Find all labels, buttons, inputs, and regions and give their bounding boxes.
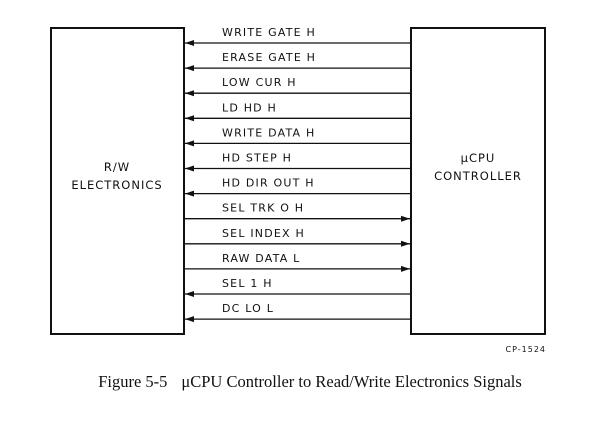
signal-label: LOW CUR H — [222, 76, 297, 89]
arrow-left-icon — [185, 40, 194, 46]
block-diagram: R/W ELECTRONICS μCPU CONTROLLER WRITE GA… — [50, 26, 546, 354]
signal: SEL 1 H — [185, 277, 410, 297]
drawing-code: CP-1524 — [506, 345, 546, 354]
signal: HD DIR OUT H — [185, 177, 410, 197]
signal-label: LD HD H — [222, 101, 277, 114]
signal-lines: WRITE GATE H ERASE GATE H LOW CUR H LD HD H… — [185, 26, 410, 323]
arrow-left-icon — [185, 90, 194, 97]
signal-label: HD DIR OUT H — [222, 177, 315, 190]
signal-label: HD STEP H — [222, 152, 292, 165]
signal: ERASE GATE H — [185, 51, 410, 72]
signal: WRITE DATA H — [185, 126, 410, 147]
ucpu-controller-block — [410, 27, 546, 335]
arrow-left-icon — [185, 291, 194, 297]
signal-label: SEL INDEX H — [222, 227, 305, 240]
signal: HD STEP H — [185, 152, 410, 172]
rw-electronics-block — [50, 27, 185, 335]
signal: RAW DATA L — [185, 252, 410, 272]
figure-title: μCPU Controller to Read/Write Electronic… — [181, 372, 522, 391]
arrow-left-icon — [185, 165, 194, 172]
ucpu-controller-label-line2: CONTROLLER — [434, 169, 522, 183]
signal-label: WRITE GATE H — [222, 26, 316, 39]
signal-label: SEL 1 H — [222, 277, 273, 290]
signal: LOW CUR H — [185, 76, 410, 97]
signal: WRITE GATE H — [185, 26, 410, 46]
signal: DC LO L — [185, 302, 410, 323]
ucpu-controller-label-line1: μCPU — [461, 151, 496, 165]
arrow-left-icon — [185, 190, 194, 197]
arrow-right-icon — [401, 265, 410, 272]
signal-label: ERASE GATE H — [222, 51, 316, 64]
signal-label: SEL TRK O H — [222, 202, 304, 215]
signal-label: DC LO L — [222, 302, 274, 315]
signal-label: RAW DATA L — [222, 252, 300, 265]
signal-label: WRITE DATA H — [222, 126, 315, 139]
arrow-left-icon — [185, 65, 194, 72]
arrow-right-icon — [401, 215, 410, 222]
arrow-left-icon — [185, 140, 194, 147]
arrow-right-icon — [401, 240, 410, 247]
figure-caption: Figure 5-5 μCPU Controller to Read/Write … — [30, 372, 590, 392]
signal: SEL TRK O H — [185, 202, 410, 222]
figure-number: Figure 5-5 — [98, 372, 168, 391]
arrow-left-icon — [185, 115, 194, 122]
signal: LD HD H — [185, 101, 410, 122]
signal: SEL INDEX H — [185, 227, 410, 247]
rw-electronics-label-line2: ELECTRONICS — [71, 178, 162, 192]
rw-electronics-label-line1: R/W — [104, 160, 130, 174]
arrow-left-icon — [185, 316, 194, 323]
